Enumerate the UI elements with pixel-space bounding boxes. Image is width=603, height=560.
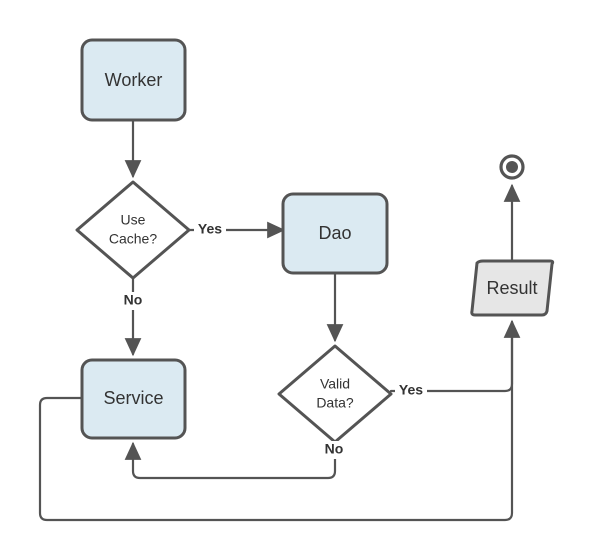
node-result-label: Result xyxy=(486,278,537,298)
edge-layer: Dao --> Service --> right riser -> Resul… xyxy=(38,118,521,522)
node-service-shape xyxy=(80,358,187,440)
node-result-shape xyxy=(470,259,555,317)
node-worker-shape xyxy=(80,38,187,122)
edge-label-use-cache-yes-text: Yes xyxy=(198,221,222,237)
node-result[interactable]: Result xyxy=(470,259,555,317)
edge-label-valid-data-yes: Yes xyxy=(395,382,427,400)
node-use-cache[interactable]: Use Cache? xyxy=(75,180,191,280)
node-end-terminal[interactable] xyxy=(499,154,525,180)
edge-label-valid-data-no-text: No xyxy=(325,441,344,457)
node-layer: Worker Use Cache? Dao Valid Data? Servic… xyxy=(75,38,555,444)
node-dao-label: Dao xyxy=(318,223,351,243)
edge-label-valid-data-no-bg xyxy=(321,441,347,459)
node-valid-data-label-line2: Data? xyxy=(316,395,354,411)
node-worker-label: Worker xyxy=(105,70,163,90)
edge-label-use-cache-no: No xyxy=(120,292,146,310)
node-valid-data-label-line1: Valid xyxy=(320,376,350,392)
edge-label-use-cache-yes-bg xyxy=(194,221,226,239)
edge-service-to-result-loop xyxy=(38,320,514,522)
node-use-cache-shape xyxy=(75,180,191,280)
edge-label-valid-data-no: No xyxy=(321,441,347,459)
edge-valid-data-no-to-service xyxy=(124,440,337,480)
node-use-cache-label-line1: Use xyxy=(121,212,146,228)
node-dao[interactable]: Dao xyxy=(281,192,389,275)
node-valid-data[interactable]: Valid Data? xyxy=(277,344,393,444)
edge-valid-data-yes-to-result xyxy=(389,319,521,393)
node-worker[interactable]: Worker xyxy=(80,38,187,122)
node-service-label: Service xyxy=(103,388,163,408)
edge-label-use-cache-yes: Yes xyxy=(194,221,226,239)
node-service[interactable]: Service xyxy=(80,358,187,440)
edge-label-valid-data-yes-bg xyxy=(395,382,427,400)
edge-label-use-cache-no-bg xyxy=(120,292,146,310)
node-use-cache-label-line2: Cache? xyxy=(109,231,157,247)
edge-label-use-cache-no-text: No xyxy=(124,292,143,308)
node-dao-shape xyxy=(281,192,389,275)
edge-label-valid-data-yes-text: Yes xyxy=(399,382,423,398)
edge-label-layer: Yes No Yes No xyxy=(120,221,427,459)
end-terminal-core xyxy=(506,161,518,173)
